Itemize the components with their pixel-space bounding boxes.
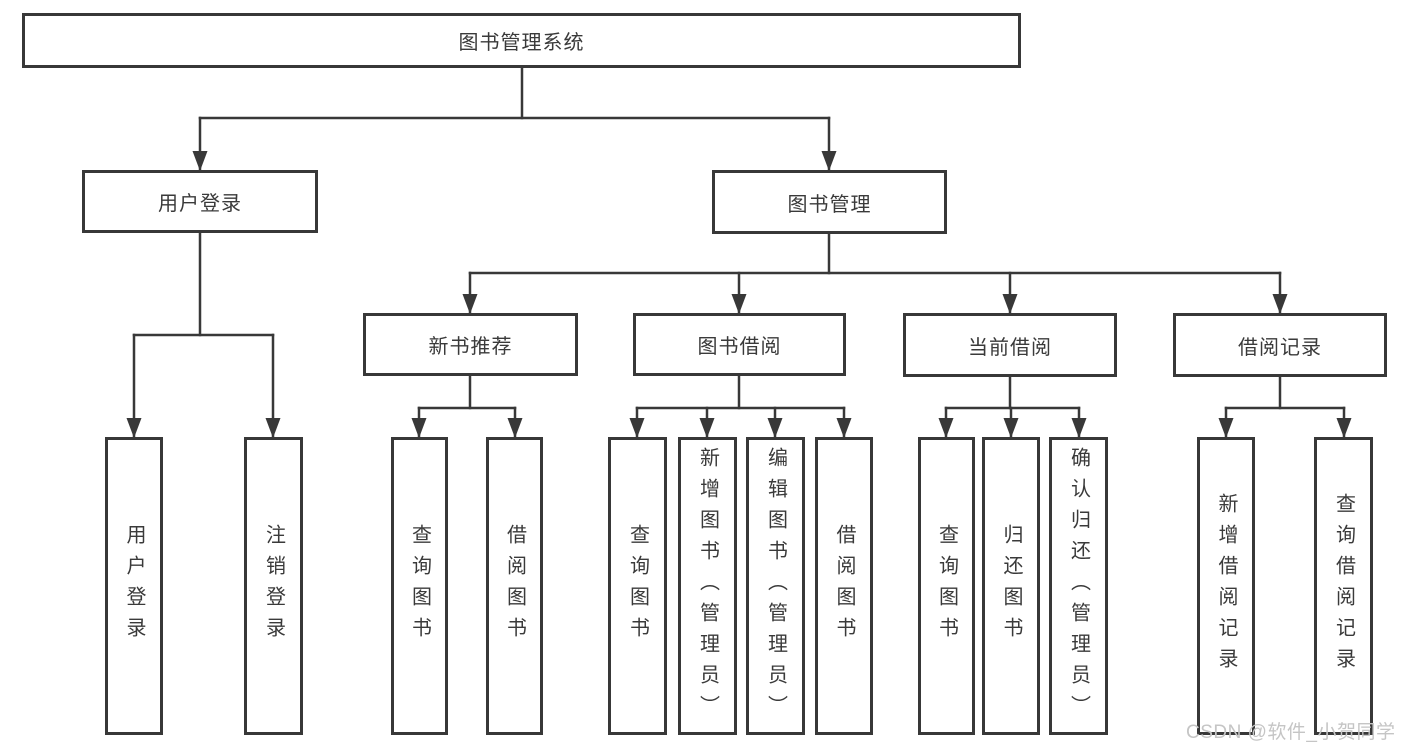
leaf-label: 确认归还（管理员） xyxy=(1067,446,1090,726)
leaf-label: 注销登录 xyxy=(262,524,285,648)
node-label: 图书管理系统 xyxy=(458,32,585,54)
node-new-book-recommendation: 新书推荐 xyxy=(363,313,578,376)
leaf-label: 用户登录 xyxy=(123,524,145,648)
node-label: 用户登录 xyxy=(158,193,242,215)
leaf-query-books-recommend: 查询图书 xyxy=(391,437,448,735)
leaf-label: 归还图书 xyxy=(1000,524,1022,648)
node-user-login: 用户登录 xyxy=(82,170,318,233)
node-book-management: 图书管理 xyxy=(712,170,947,234)
node-label: 借阅记录 xyxy=(1238,336,1322,359)
leaf-query-books-current: 查询图书 xyxy=(918,437,975,735)
node-label: 当前借阅 xyxy=(968,336,1052,359)
leaf-label: 借阅图书 xyxy=(833,524,855,648)
leaf-add-borrow-record: 新增借阅记录 xyxy=(1197,437,1255,735)
leaf-label: 查询借阅记录 xyxy=(1332,493,1355,679)
leaf-query-borrow-record: 查询借阅记录 xyxy=(1314,437,1373,735)
leaf-borrow-books-recommend: 借阅图书 xyxy=(486,437,543,735)
leaf-label: 查询图书 xyxy=(935,524,958,648)
node-library-management-system: 图书管理系统 xyxy=(22,13,1021,68)
node-current-borrowing: 当前借阅 xyxy=(903,313,1117,377)
leaf-label: 查询图书 xyxy=(626,524,649,648)
leaf-user-login: 用户登录 xyxy=(105,437,163,735)
node-borrowing-records: 借阅记录 xyxy=(1173,313,1387,377)
leaf-edit-books-admin: 编辑图书（管理员） xyxy=(746,437,805,735)
leaf-add-books-admin: 新增图书（管理员） xyxy=(678,437,737,735)
csdn-watermark: CSDN @软件_小贺同学 xyxy=(1186,722,1396,743)
node-label: 图书借阅 xyxy=(697,336,782,358)
leaf-confirm-return-admin: 确认归还（管理员） xyxy=(1049,437,1108,735)
leaf-logout-login: 注销登录 xyxy=(244,437,303,735)
node-book-borrowing: 图书借阅 xyxy=(633,313,846,376)
leaf-query-books-borrowing: 查询图书 xyxy=(608,437,667,735)
node-label: 图书管理 xyxy=(787,193,872,216)
leaf-label: 编辑图书（管理员） xyxy=(764,446,787,726)
node-label: 新书推荐 xyxy=(428,336,513,358)
leaf-return-books: 归还图书 xyxy=(982,437,1040,735)
leaf-label: 新增借阅记录 xyxy=(1215,493,1237,679)
leaf-label: 查询图书 xyxy=(408,524,431,648)
leaf-borrow-books-borrowing: 借阅图书 xyxy=(815,437,873,735)
leaf-label: 新增图书（管理员） xyxy=(696,446,719,726)
leaf-label: 借阅图书 xyxy=(503,524,526,648)
